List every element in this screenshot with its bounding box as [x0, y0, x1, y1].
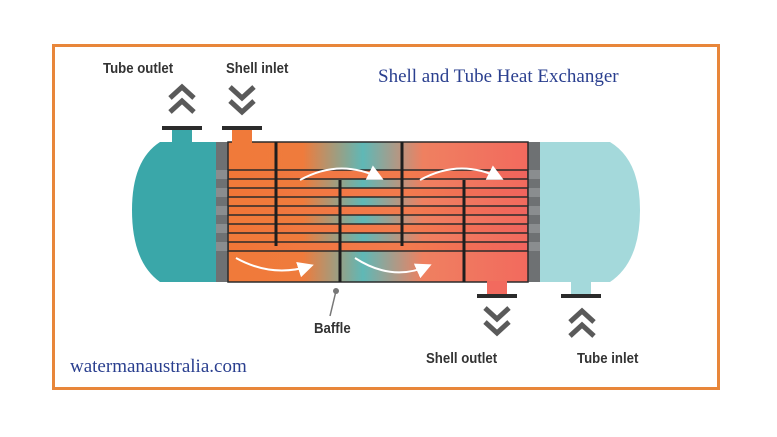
flow-arrow [235, 257, 314, 278]
shell-inlet-label: Shell inlet [226, 60, 289, 77]
shell-outline [227, 141, 529, 283]
shell-outlet-chevrons-icon [483, 306, 511, 337]
tube-inlet-nozzle [561, 281, 601, 298]
tube-outlet-chevrons-icon [168, 83, 196, 114]
tube-inlet-chevrons-icon [568, 307, 596, 338]
left-head [132, 142, 216, 282]
flow-arrow [419, 165, 504, 181]
website-credit: watermanaustralia.com [70, 356, 247, 377]
tube-outlet-label: Tube outlet [103, 60, 174, 77]
tube-outlet-nozzle [162, 126, 202, 144]
shell-outlet-nozzle [477, 281, 517, 298]
shell-inlet-nozzle [222, 126, 262, 144]
tube [227, 205, 529, 216]
diagram-title: Shell and Tube Heat Exchanger [378, 66, 619, 87]
tube [227, 241, 529, 252]
baffle-pointer [329, 288, 339, 317]
shell-outlet-label: Shell outlet [426, 350, 498, 367]
baffle-label: Baffle [314, 320, 351, 337]
baffles [274, 142, 466, 282]
tube-inlet-label: Tube inlet [577, 350, 639, 367]
tube [227, 223, 529, 234]
right-head [540, 142, 640, 282]
tube [227, 187, 529, 198]
flow-arrow [299, 165, 384, 181]
shell-inlet-chevrons-icon [228, 85, 256, 116]
shell-flow-arrows [235, 165, 504, 279]
flow-arrow [354, 257, 432, 279]
